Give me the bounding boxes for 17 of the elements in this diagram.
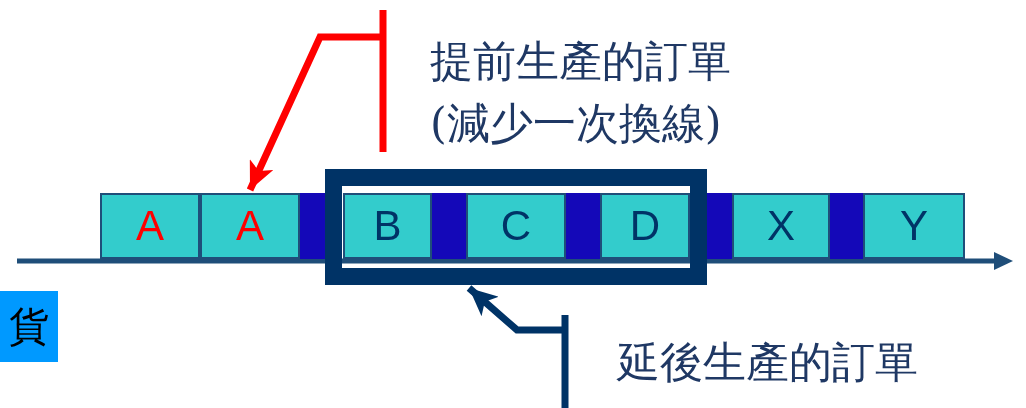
order-box: D [600,193,690,259]
order-box: A [100,193,200,259]
changeover-bar [707,193,732,259]
order-box: A [200,193,300,259]
changeover-bar [830,193,863,259]
note-text: 延後生產的訂單 [617,336,919,389]
order-box: Y [863,193,965,259]
label-box: 貨 [0,291,58,362]
highlight-frame [325,169,707,285]
order-box: X [732,193,830,259]
note-text: 提前生產的訂單(減少一次換線) [430,35,732,150]
order-box: C [466,193,566,259]
arrow [465,284,569,408]
changeover-bar [432,193,466,259]
changeover-bar [300,193,325,259]
order-box: B [343,193,432,259]
changeover-bar [566,193,600,259]
